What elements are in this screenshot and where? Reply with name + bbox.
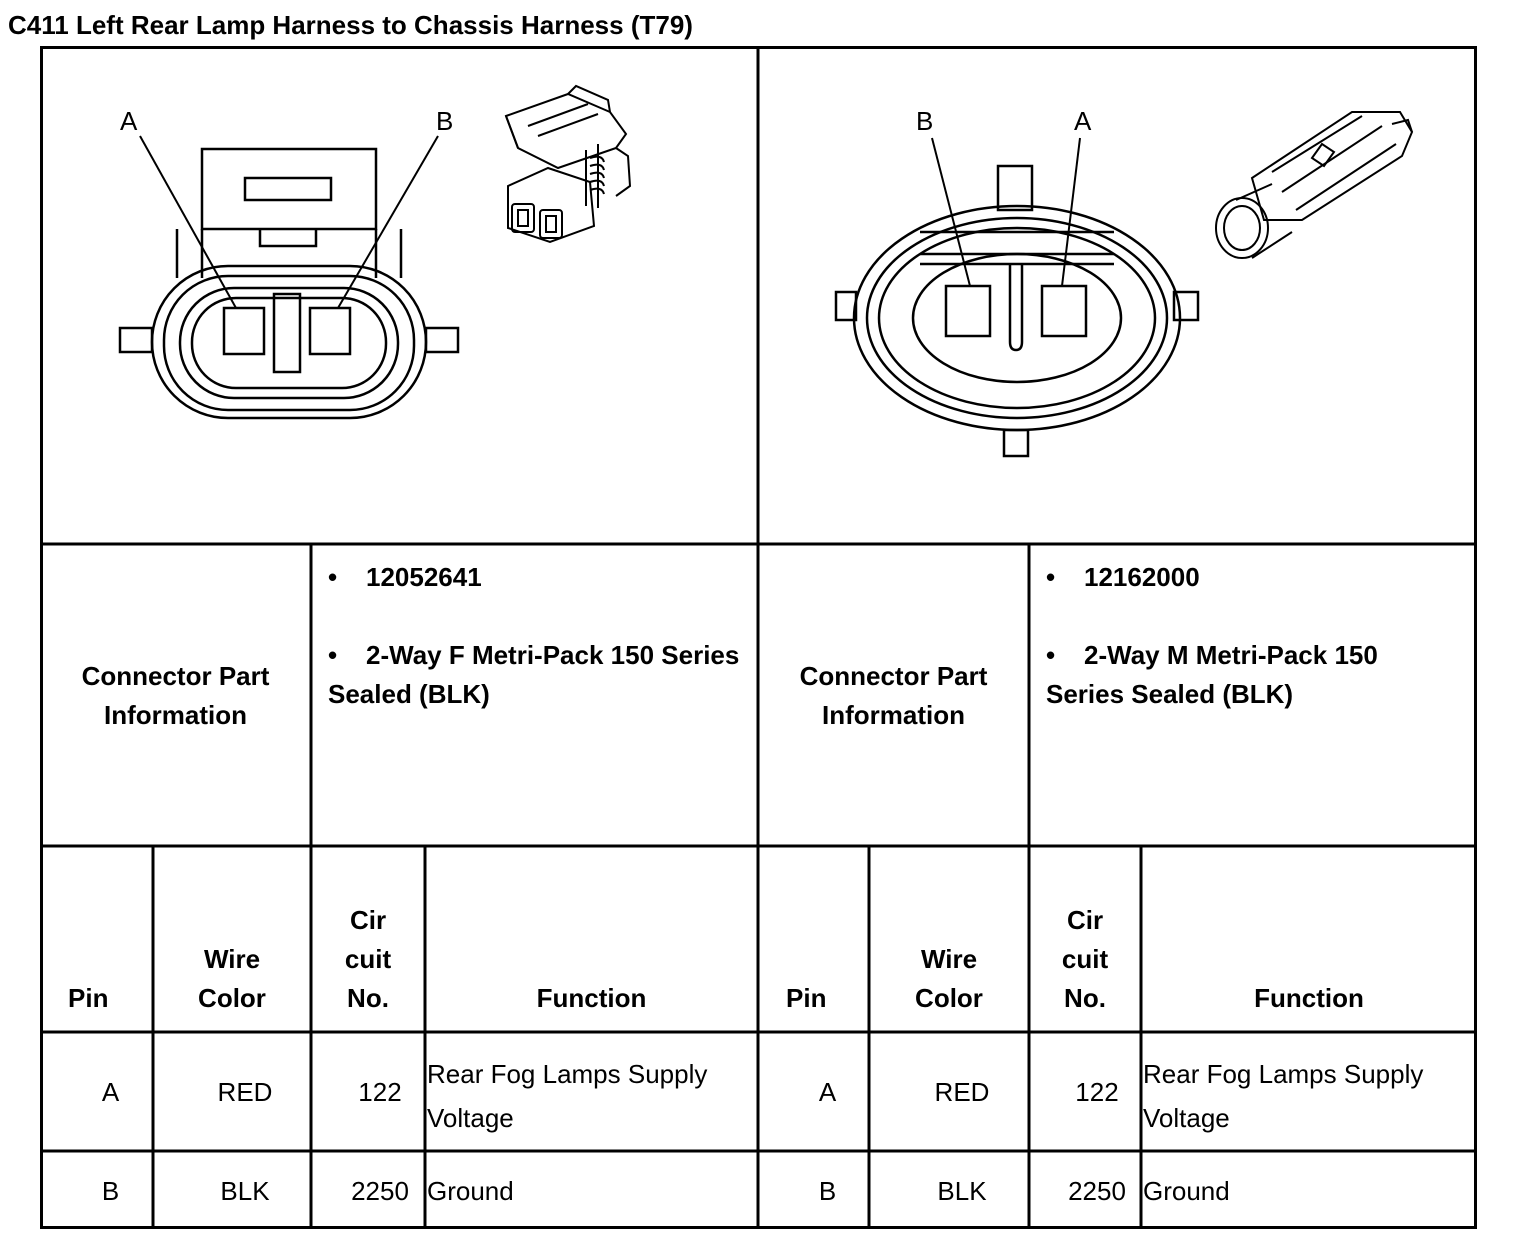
right-part-info: •12162000 •2-Way M Metri-Pack 150 Series… xyxy=(1046,558,1396,714)
pin-label-b: B xyxy=(916,106,933,136)
table-row-a-wire-color: RED xyxy=(217,1077,273,1107)
table-row-b-wire-color: BLK xyxy=(220,1175,270,1206)
right-connector-part-info-header: Connector Part Information xyxy=(799,661,988,730)
page-title: C411 Left Rear Lamp Harness to Chassis H… xyxy=(8,10,693,40)
pin-label-b: B xyxy=(436,106,453,136)
table-row-a-circuit: 122 xyxy=(1075,1077,1119,1107)
female-connector-3d-icon xyxy=(504,84,632,244)
male-connector-face-view-icon: B A xyxy=(834,106,1200,458)
connector-table: A B xyxy=(40,46,1477,1229)
table-row-b-function: Ground xyxy=(1143,1175,1230,1206)
table-row-a-wire-color: RED xyxy=(934,1077,990,1107)
left-connector-part-info-header: Connector Part Information xyxy=(81,661,270,730)
table-grid xyxy=(40,46,1477,1229)
col-header-circuit-no: Cir cuit No. xyxy=(1061,905,1109,1013)
table-row-a-pin: A xyxy=(101,1077,120,1107)
col-header-pin: Pin xyxy=(68,983,109,1013)
table-row-b-pin: B xyxy=(101,1175,120,1206)
table-row-b-circuit: 2250 xyxy=(1068,1175,1126,1206)
pin-label-a: A xyxy=(120,106,138,136)
pin-label-a: A xyxy=(1074,106,1092,136)
col-header-function: Function xyxy=(1254,983,1364,1013)
col-header-circuit-no: Cir cuit No. xyxy=(344,905,392,1013)
left-part-number: •12052641 xyxy=(328,562,482,592)
table-row-a-function: Rear Fog Lamps Supply Voltage xyxy=(427,1059,708,1133)
table-row-a-function: Rear Fog Lamps Supply Voltage xyxy=(1143,1059,1424,1133)
table-row-b-pin: B xyxy=(818,1175,837,1206)
male-connector-3d-icon xyxy=(1215,111,1414,259)
table-row-a-circuit: 122 xyxy=(358,1077,402,1107)
col-header-pin: Pin xyxy=(786,983,827,1013)
table-row-b-wire-color: BLK xyxy=(937,1175,987,1206)
right-part-number: •12162000 xyxy=(1046,562,1200,592)
female-connector-face-view-icon: A B xyxy=(118,106,460,420)
right-part-description: •2-Way M Metri-Pack 150 Series Sealed (B… xyxy=(1046,640,1378,709)
left-part-info: •12052641 •2-Way F Metri-Pack 150 Series… xyxy=(328,558,748,714)
table-row-b-function: Ground xyxy=(427,1175,514,1206)
col-header-function: Function xyxy=(536,983,647,1013)
table-row-a-pin: A xyxy=(818,1077,837,1107)
left-part-description: •2-Way F Metri-Pack 150 Series Sealed (B… xyxy=(328,640,740,709)
table-row-b-circuit: 2250 xyxy=(351,1175,409,1206)
col-header-wire-color: Wire Color xyxy=(198,944,266,1013)
col-header-wire-color: Wire Color xyxy=(915,944,983,1013)
